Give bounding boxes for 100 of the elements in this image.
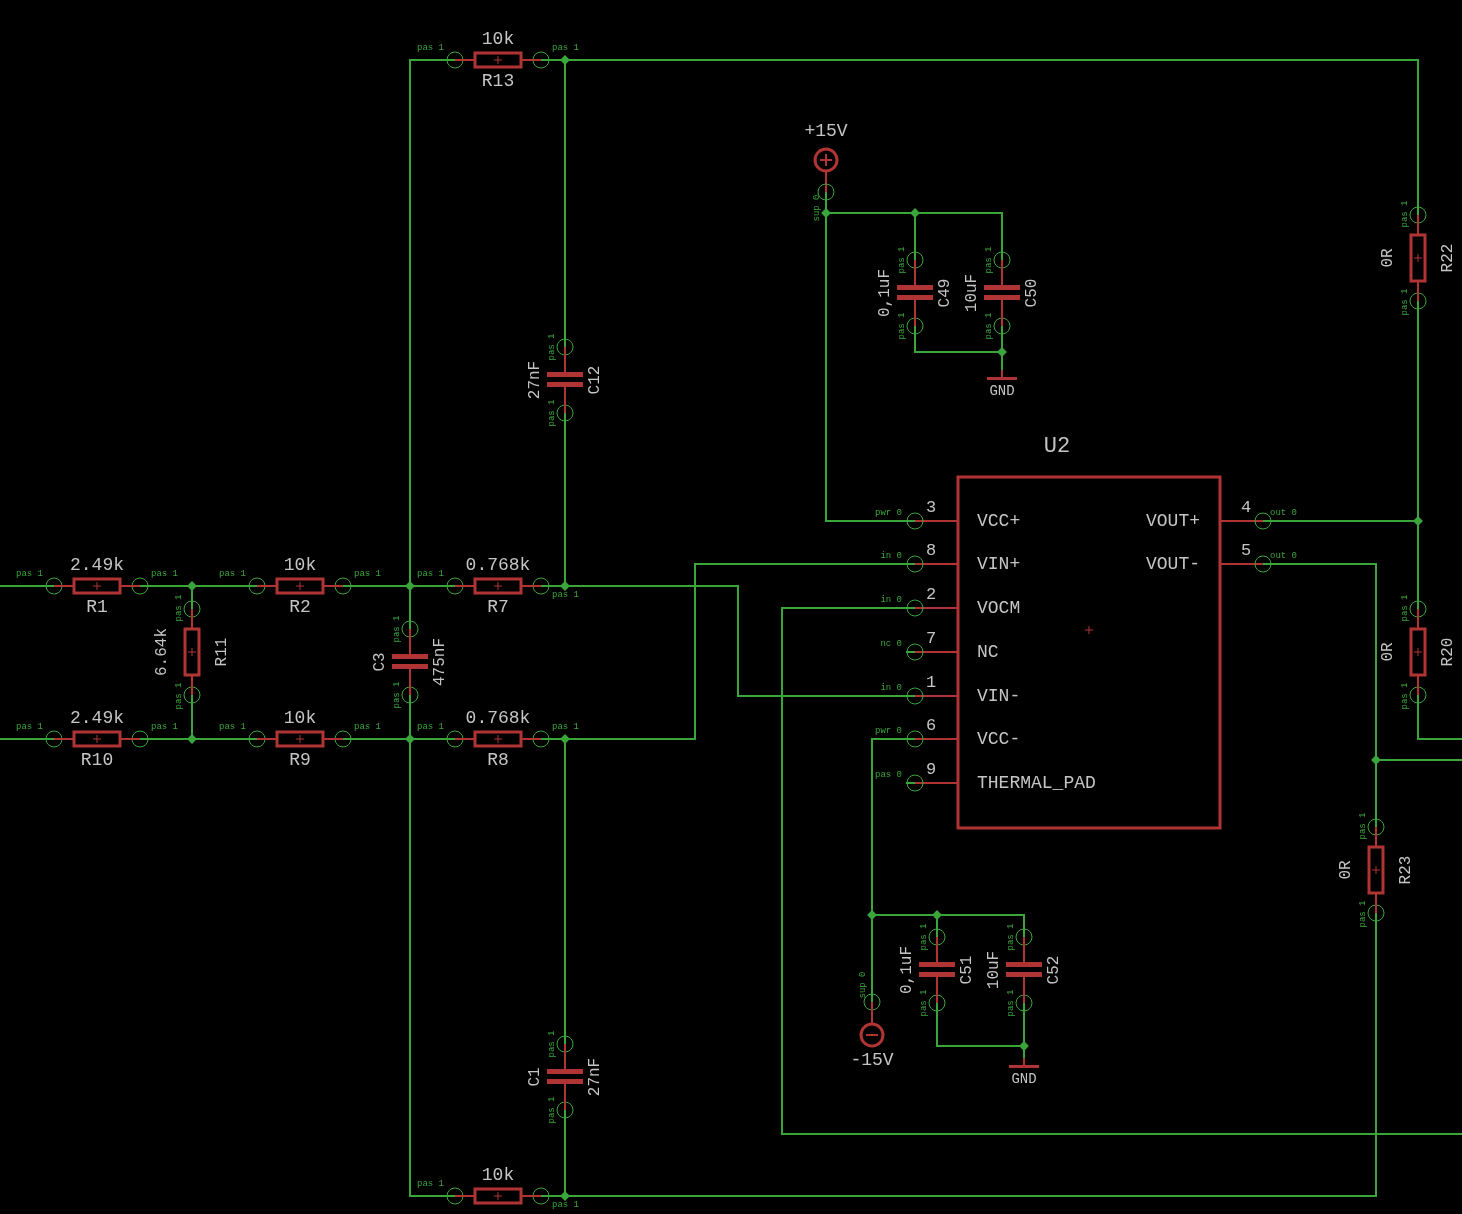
component-label: 27nF (527, 360, 543, 400)
pin-label: pas 1 (547, 333, 557, 361)
pin-label: pas 1 (1400, 682, 1410, 710)
component-label: C52 (1046, 955, 1062, 985)
component-value: 0.768k (465, 556, 531, 574)
pin-number: 9 (925, 761, 937, 778)
pin-label: pas 1 (16, 570, 43, 579)
ground-label: GND (1011, 1072, 1037, 1086)
component-label: 475nF (432, 638, 448, 686)
pin-name: NC (977, 643, 999, 661)
component-value: 2.49k (70, 556, 124, 574)
component-label: R23 (1398, 855, 1414, 885)
ground-label: GND (989, 384, 1015, 398)
pin-label: pas 1 (151, 570, 178, 579)
pin-label: pas 1 (219, 723, 246, 732)
reference-designator: R1 (86, 598, 108, 616)
pin-label: pas 1 (417, 723, 444, 732)
pin-name: VOCM (977, 599, 1021, 617)
reference-designator: R13 (481, 72, 515, 90)
pin-label: pas 1 (174, 594, 184, 622)
component-label: C49 (937, 278, 953, 308)
pin-label: pas 1 (1400, 200, 1410, 228)
pin-label: pas 1 (552, 44, 579, 53)
component-label: C51 (959, 955, 975, 985)
component-label: 6.64k (154, 628, 170, 676)
reference-designator: U2 (1043, 436, 1071, 458)
reference-designator: R2 (289, 598, 311, 616)
component-label: R22 (1440, 243, 1456, 273)
pin-label: pas 1 (417, 570, 444, 579)
pin-label: pas 1 (1006, 923, 1016, 951)
pin-label: pas 1 (919, 989, 929, 1017)
component-label: C12 (587, 365, 603, 395)
pin-label: pas 0 (875, 771, 902, 780)
component-label: 0R (1380, 248, 1396, 268)
pin-label: pas 1 (417, 44, 444, 53)
pin-label: pas 1 (1358, 900, 1368, 928)
component-label: C50 (1024, 278, 1040, 308)
component-label: R11 (214, 637, 230, 667)
wire (0, 585, 46, 587)
component-value: 10k (283, 556, 317, 574)
supply-label: +15V (804, 122, 848, 140)
component-value: 10k (283, 709, 317, 727)
pin-label: pas 1 (16, 723, 43, 732)
component-value: 2.49k (70, 709, 124, 727)
component-label: 10uF (964, 273, 980, 313)
pin-name: VIN- (977, 687, 1021, 705)
component-label: C3 (372, 652, 388, 672)
pin-label: pas 1 (984, 246, 994, 274)
pin-label: pas 1 (151, 723, 178, 732)
pin-label: sup 0 (858, 971, 868, 999)
pin-label: sup 0 (812, 194, 822, 222)
pin-label: pas 1 (1400, 288, 1410, 316)
pin-label: nc 0 (880, 640, 902, 649)
pin-label: out 0 (1270, 509, 1297, 518)
pin-name: VCC+ (977, 512, 1021, 530)
pin-label: pas 1 (174, 682, 184, 710)
pin-number: 3 (925, 499, 937, 516)
pin-label: pas 1 (1006, 989, 1016, 1017)
component-value: 10k (481, 30, 515, 48)
pin-label: pas 1 (547, 1030, 557, 1058)
pin-number: 1 (925, 674, 937, 691)
pin-label: pwr 0 (875, 727, 902, 736)
pin-name: VOUT+ (1146, 512, 1200, 530)
pin-name: VOUT- (1146, 555, 1200, 573)
wire (1417, 703, 1462, 740)
pin-name: THERMAL_PAD (977, 774, 1096, 792)
pin-label: pas 1 (919, 923, 929, 951)
pin-label: pas 1 (897, 312, 907, 340)
component-label: 10uF (986, 950, 1002, 990)
pin-label: pas 1 (392, 615, 402, 643)
component-label: 0R (1338, 860, 1354, 880)
pin-number: 4 (1240, 499, 1252, 516)
pin-label: pas 1 (392, 681, 402, 709)
pin-label: in 0 (880, 684, 902, 693)
pin-label: pas 1 (417, 1180, 444, 1189)
component-label: R20 (1440, 637, 1456, 667)
pin-label: pas 1 (552, 723, 579, 732)
reference-designator: R8 (487, 751, 509, 769)
reference-designator: R9 (289, 751, 311, 769)
component-label: C1 (527, 1067, 543, 1087)
supply-label: -15V (850, 1051, 894, 1069)
pin-label: pas 1 (354, 723, 381, 732)
wire (0, 738, 46, 740)
pin-label: pas 1 (219, 570, 246, 579)
pin-name: VIN+ (977, 555, 1021, 573)
pin-name: VCC- (977, 730, 1021, 748)
pin-label: pas 1 (354, 570, 381, 579)
pin-label: in 0 (880, 552, 902, 561)
pin-label: pas 1 (547, 399, 557, 427)
pin-label: pwr 0 (875, 509, 902, 518)
pin-number: 2 (925, 586, 937, 603)
wire (549, 921, 1377, 1197)
reference-designator: R10 (80, 751, 114, 769)
pin-number: 7 (925, 630, 937, 647)
pin-label: pas 1 (984, 312, 994, 340)
pin-label: in 0 (880, 596, 902, 605)
pin-number: 5 (1240, 542, 1252, 559)
pin-label: pas 1 (547, 1096, 557, 1124)
pin-label: pas 1 (897, 246, 907, 274)
component-label: 27nF (587, 1057, 603, 1097)
